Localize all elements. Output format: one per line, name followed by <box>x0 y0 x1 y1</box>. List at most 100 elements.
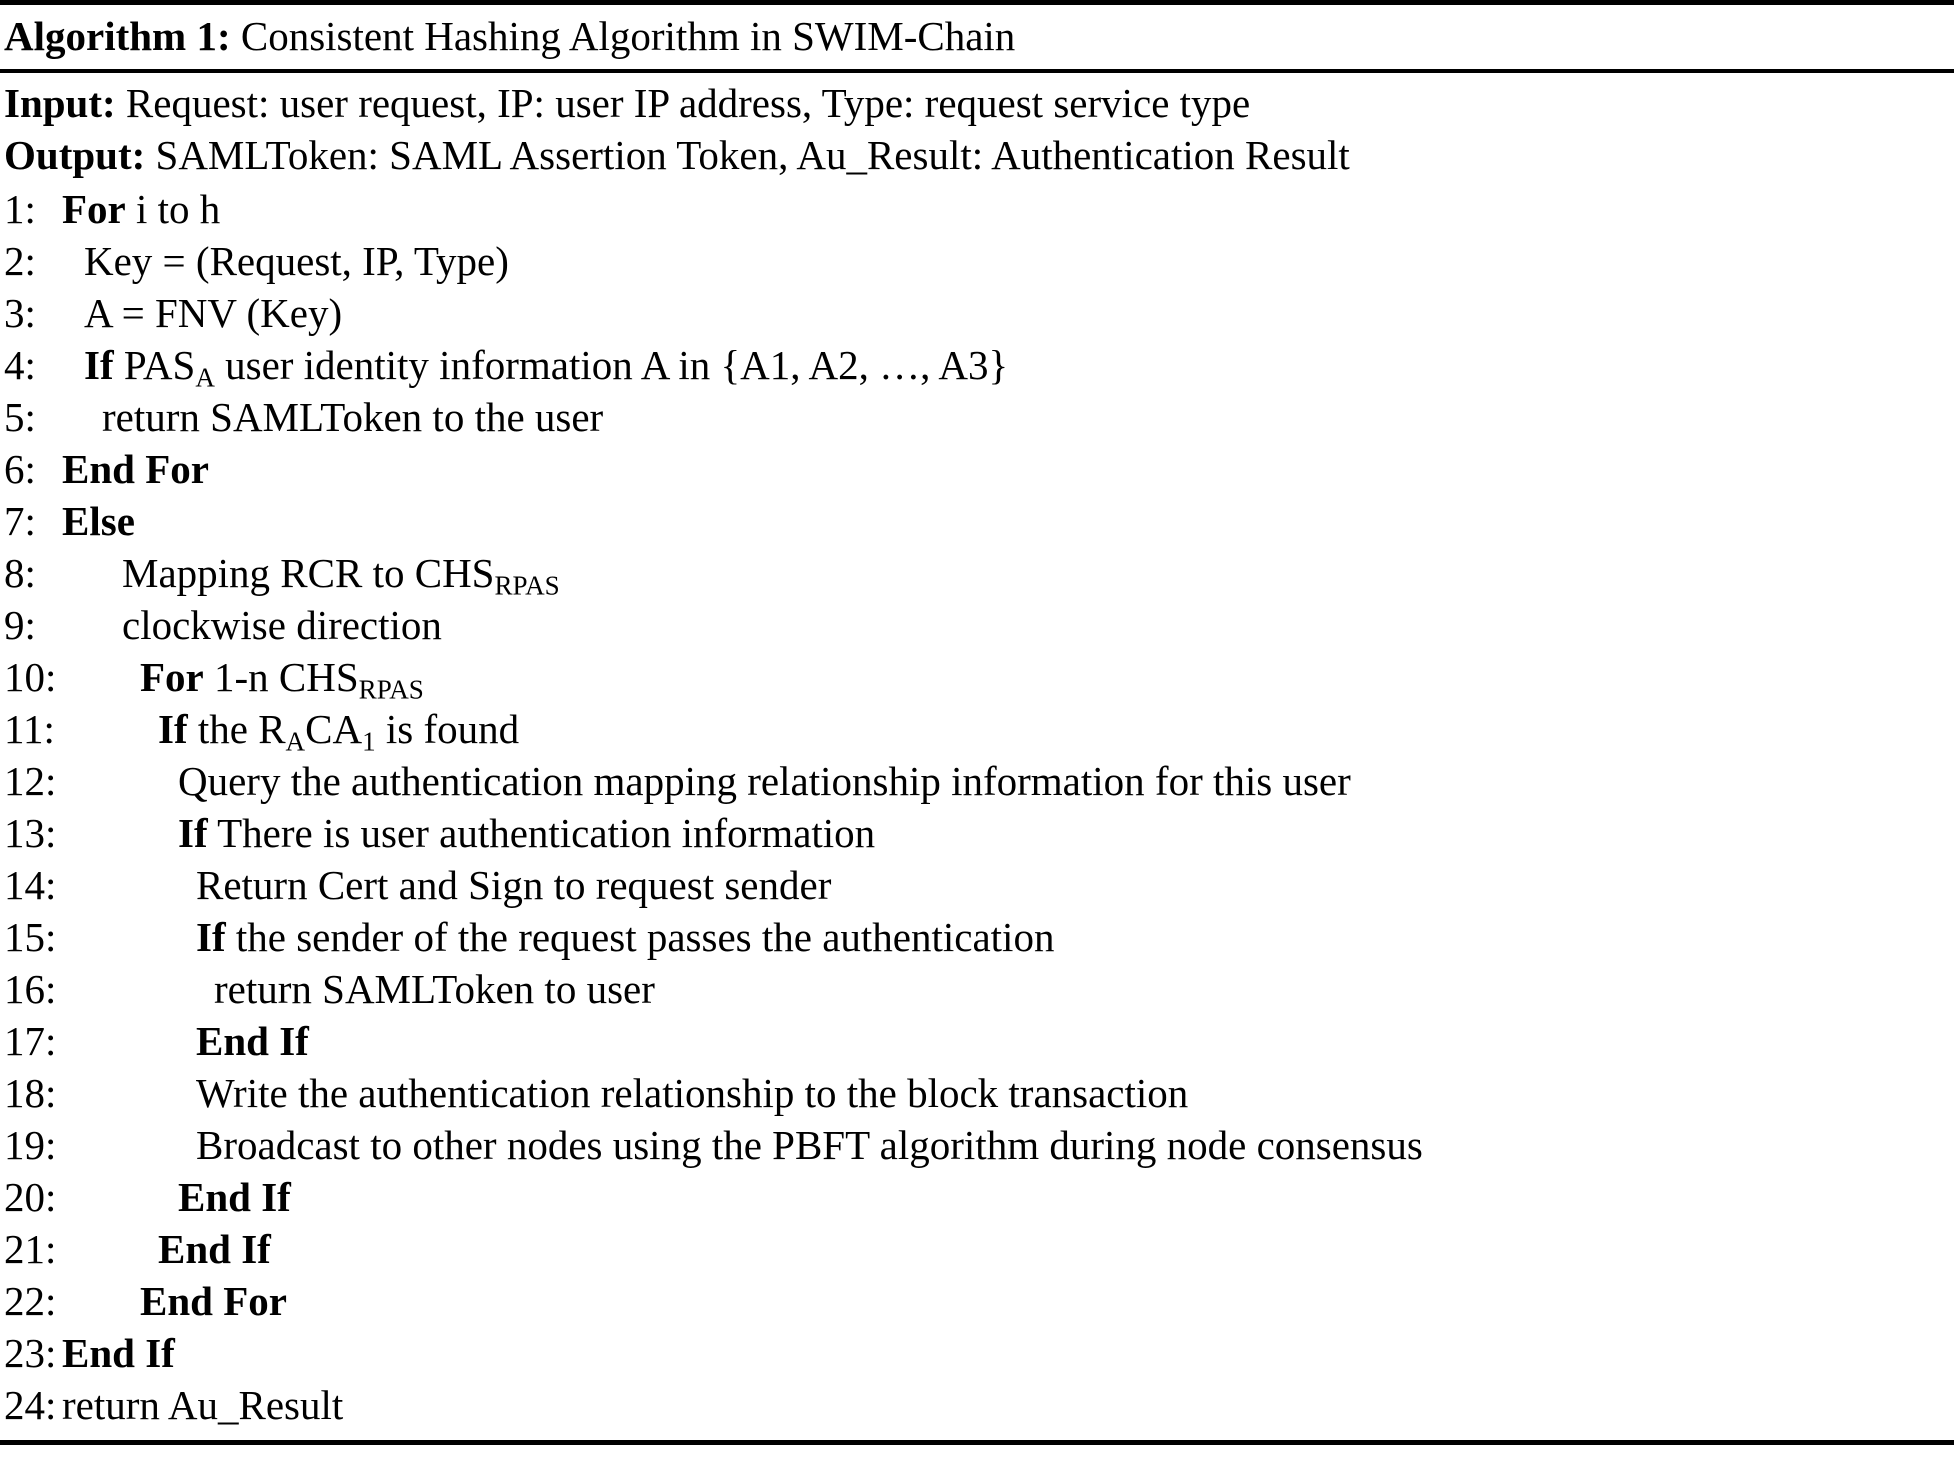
step-text: End If <box>62 1177 291 1218</box>
step-number: 1: <box>4 186 36 232</box>
step-text: If the RACA1 is found <box>62 706 520 756</box>
step-keyword: If <box>196 914 226 960</box>
rule-top <box>0 0 1954 5</box>
algorithm-step: 1: For i to h <box>4 186 1954 238</box>
algorithm-step: 4: If PASA user identity information A in… <box>4 342 1954 394</box>
step-body-text: PAS <box>113 342 196 388</box>
step-text: For 1-n CHSRPAS <box>62 654 424 704</box>
step-body-text: Write the authentication relationship to… <box>196 1070 1189 1116</box>
step-text: Query the authentication mapping relatio… <box>62 761 1351 802</box>
step-number: 10: <box>4 654 57 700</box>
step-body-text-mid: CA <box>305 706 363 752</box>
algorithm-step: 14: Return Cert and Sign to request sende… <box>4 862 1954 914</box>
step-keyword: End For <box>62 446 209 492</box>
algorithm-title: Consistent Hashing Algorithm in SWIM-Cha… <box>230 13 1016 59</box>
algorithm-step: 16: return SAMLToken to user <box>4 966 1954 1018</box>
step-text: End If <box>62 1333 175 1374</box>
step-text: Mapping RCR to CHSRPAS <box>62 550 560 600</box>
step-keyword: End If <box>62 1330 175 1376</box>
step-keyword: For <box>140 654 204 700</box>
step-body-text: 1-n CHS <box>203 654 359 700</box>
algorithm-step: 6: End For <box>4 446 1954 498</box>
rule-bottom <box>0 1440 1954 1445</box>
algorithm-block: Algorithm 1: Consistent Hashing Algorith… <box>0 0 1954 1445</box>
step-text: Broadcast to other nodes using the PBFT … <box>62 1125 1423 1166</box>
step-number: 7: <box>4 498 36 544</box>
algorithm-steps: 1: For i to h 2: Key = (Request, IP, Type) 3… <box>0 186 1954 1440</box>
step-subscript: RPAS <box>494 570 560 601</box>
step-subscript: A <box>195 362 215 393</box>
step-number: 18: <box>4 1070 57 1116</box>
step-keyword: If <box>178 810 208 856</box>
step-number: 24: <box>4 1382 57 1428</box>
step-body-text: There is user authentication information <box>207 810 876 856</box>
step-body-text: Query the authentication mapping relatio… <box>178 758 1351 804</box>
step-keyword: End For <box>140 1278 287 1324</box>
step-subscript: RPAS <box>358 674 424 705</box>
step-keyword: For <box>62 186 126 232</box>
step-number: 21: <box>4 1226 57 1272</box>
step-text: Else <box>62 501 135 542</box>
step-text: clockwise direction <box>62 605 442 646</box>
step-text: End If <box>62 1021 309 1062</box>
step-number: 8: <box>4 550 36 596</box>
step-number: 19: <box>4 1122 57 1168</box>
algorithm-step: 9: clockwise direction <box>4 602 1954 654</box>
step-text: return SAMLToken to user <box>62 969 655 1010</box>
step-body-text-tail: is found <box>375 706 520 752</box>
step-number: 20: <box>4 1174 57 1220</box>
step-number: 3: <box>4 290 36 336</box>
step-body-text: Broadcast to other nodes using the PBFT … <box>196 1122 1423 1168</box>
step-text: For i to h <box>62 189 220 230</box>
algorithm-step: 20:End If <box>4 1174 1954 1226</box>
algorithm-step: 23:End If <box>4 1330 1954 1382</box>
algorithm-step: 18: Write the authentication relationship… <box>4 1070 1954 1122</box>
step-body-text: Mapping RCR to CHS <box>122 550 495 596</box>
algorithm-label: Algorithm 1: <box>4 13 231 59</box>
step-keyword: End If <box>196 1018 309 1064</box>
algorithm-step: 21:End If <box>4 1226 1954 1278</box>
algorithm-step: 5:return SAMLToken to the user <box>4 394 1954 446</box>
step-keyword: If <box>158 706 188 752</box>
step-number: 2: <box>4 238 36 284</box>
step-body-text: return SAMLToken to user <box>214 966 655 1012</box>
step-keyword: If <box>84 342 114 388</box>
step-number: 9: <box>4 602 36 648</box>
step-text: End For <box>62 449 209 490</box>
output-label: Output: <box>4 132 146 178</box>
step-text: End For <box>62 1281 287 1322</box>
step-body-text: A = FNV (Key) <box>84 290 343 336</box>
step-body-text: return Au_Result <box>62 1382 344 1428</box>
step-keyword: Else <box>62 498 135 544</box>
step-text: If There is user authentication informat… <box>62 813 875 854</box>
step-text: Key = (Request, IP, Type) <box>62 241 509 282</box>
input-line: Input: Request: user request, IP: user I… <box>4 80 1954 132</box>
algorithm-step: 13:If There is user authentication infor… <box>4 810 1954 862</box>
algorithm-step: 2: Key = (Request, IP, Type) <box>4 238 1954 290</box>
output-line: Output: SAMLToken: SAML Assertion Token,… <box>4 132 1954 184</box>
algorithm-step: 22: End For <box>4 1278 1954 1330</box>
step-text: If the sender of the request passes the … <box>62 917 1054 958</box>
step-body-text: Key = (Request, IP, Type) <box>84 238 509 284</box>
step-number: 17: <box>4 1018 57 1064</box>
algorithm-step: 7: Else <box>4 498 1954 550</box>
step-number: 12: <box>4 758 57 804</box>
step-number: 23: <box>4 1330 57 1376</box>
algorithm-step: 17: End If <box>4 1018 1954 1070</box>
step-text: If PASA user identity information A in {… <box>62 342 1009 392</box>
step-number: 6: <box>4 446 36 492</box>
step-body-text: Return Cert and Sign to request sender <box>196 862 832 908</box>
step-body-text: clockwise direction <box>122 602 442 648</box>
step-body-text: i to h <box>125 186 221 232</box>
step-text: return Au_Result <box>62 1385 343 1426</box>
algorithm-step: 15:If the sender of the request passes t… <box>4 914 1954 966</box>
step-number: 16: <box>4 966 57 1012</box>
step-number: 14: <box>4 862 57 908</box>
step-subscript: A <box>285 726 306 757</box>
step-subscript: 1 <box>362 726 376 757</box>
step-text: Write the authentication relationship to… <box>62 1073 1188 1114</box>
step-number: 22: <box>4 1278 57 1324</box>
step-number: 4: <box>4 342 36 388</box>
step-text: End If <box>62 1229 271 1270</box>
step-body-text-mid: user identity information A in {A1, A2, … <box>214 342 1009 388</box>
